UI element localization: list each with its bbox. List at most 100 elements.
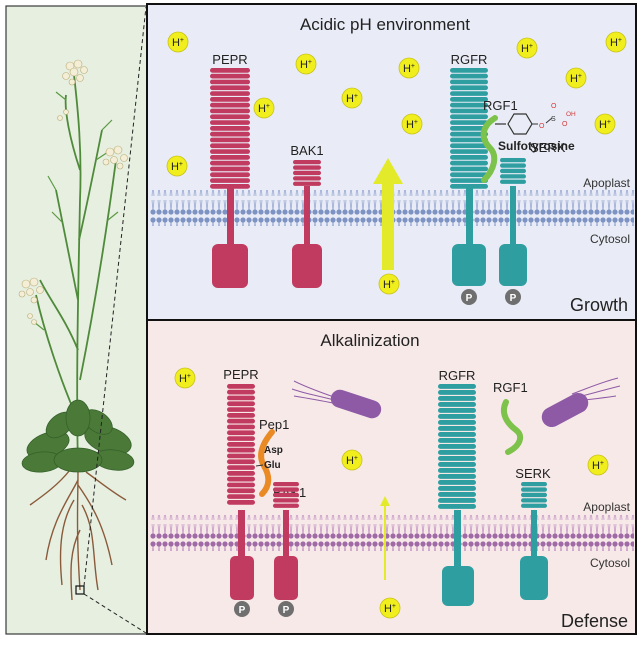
lrr-repeat bbox=[210, 91, 250, 96]
top-rgfr-kinase-domain bbox=[452, 244, 486, 286]
proton-ion: H+ bbox=[605, 31, 627, 53]
top-rgf1-ligand: RGF1 O S O O OH Sulfotyrosine bbox=[480, 98, 576, 183]
lrr-repeat bbox=[293, 170, 321, 176]
lrr-repeat bbox=[210, 114, 250, 120]
lrr-repeat bbox=[500, 179, 526, 184]
sulfate-s: S bbox=[551, 116, 556, 123]
phosphate-label: P bbox=[239, 605, 246, 616]
proton-ion: H+ bbox=[379, 597, 401, 619]
lrr-repeat bbox=[227, 418, 255, 424]
proton-ion: H+ bbox=[565, 67, 587, 89]
top-protons: H+H+H+H+H+H+H+H+H+H+H+H+ bbox=[166, 31, 627, 295]
lrr-repeat bbox=[227, 482, 255, 488]
top-rgf1-peptide bbox=[480, 115, 498, 183]
lrr-repeat bbox=[227, 389, 255, 395]
top-pepr-kinase-domain bbox=[212, 244, 248, 288]
lrr-repeat bbox=[210, 143, 250, 149]
lrr-repeat bbox=[210, 160, 250, 166]
zoom-box bbox=[75, 585, 85, 595]
lrr-repeat bbox=[500, 158, 526, 163]
lrr-repeat bbox=[450, 131, 488, 137]
top-pepr-transmembrane bbox=[227, 186, 234, 246]
proton-ion: H+ bbox=[253, 97, 275, 119]
lrr-repeat bbox=[438, 444, 476, 449]
plant-panel bbox=[5, 5, 148, 635]
lrr-repeat bbox=[438, 480, 476, 485]
top-pepr-receptor: PEPR bbox=[210, 52, 250, 288]
lrr-repeat bbox=[210, 102, 250, 108]
bottom-proton-flux-arrow bbox=[380, 496, 390, 580]
bottom-rgf1-peptide bbox=[500, 399, 524, 455]
phosphate-label: P bbox=[283, 605, 290, 616]
bottom-pepr-transmembrane bbox=[238, 510, 245, 560]
bottom-serk-receptor: SERK bbox=[515, 466, 551, 600]
top-pepr-label: PEPR bbox=[212, 52, 247, 67]
top-bak1-extracellular-domain bbox=[293, 160, 321, 186]
lrr-repeat bbox=[438, 474, 476, 479]
bottom-bak1-kinase-domain bbox=[274, 556, 298, 600]
bottom-corner-label: Defense bbox=[561, 611, 628, 631]
phosphate-group: P bbox=[461, 289, 477, 305]
lrr-repeat bbox=[450, 149, 488, 154]
bottom-pepr-receptor: PEPR bbox=[223, 367, 259, 600]
phosphate-label: P bbox=[510, 293, 517, 304]
lrr-repeat bbox=[450, 137, 488, 143]
lrr-repeat bbox=[450, 108, 488, 114]
lrr-repeat bbox=[210, 97, 250, 102]
bottom-rgfr-transmembrane bbox=[454, 510, 461, 570]
lrr-repeat bbox=[210, 131, 250, 137]
lrr-repeat bbox=[293, 176, 321, 181]
proton-ion: H+ bbox=[587, 454, 609, 476]
bottom-rgfr-label: RGFR bbox=[439, 368, 476, 383]
lrr-repeat bbox=[210, 108, 250, 114]
bottom-serk-transmembrane bbox=[531, 510, 537, 560]
lrr-repeat bbox=[227, 436, 255, 441]
lrr-repeat bbox=[273, 503, 299, 508]
bottom-panel: Alkalinization Defense Apoplast Cytosol … bbox=[146, 319, 637, 635]
lrr-repeat bbox=[438, 402, 476, 407]
lrr-repeat bbox=[450, 166, 488, 172]
lrr-repeat bbox=[450, 126, 488, 131]
proton-ion: H+ bbox=[594, 113, 616, 135]
top-corner-label: Growth bbox=[570, 295, 628, 315]
top-serk-kinase-domain bbox=[499, 244, 527, 286]
lrr-repeat bbox=[450, 120, 488, 125]
lrr-repeat bbox=[450, 143, 488, 149]
lrr-repeat bbox=[521, 503, 547, 508]
top-panel-title: Acidic pH environment bbox=[300, 15, 470, 34]
proton-ion: H+ bbox=[398, 57, 420, 79]
lrr-repeat bbox=[450, 172, 488, 178]
lrr-repeat bbox=[210, 155, 250, 160]
phosphate-group: P bbox=[505, 289, 521, 305]
lrr-repeat bbox=[227, 442, 255, 447]
bottom-rgfr-extracellular-domain bbox=[438, 384, 476, 509]
lrr-repeat bbox=[438, 396, 476, 401]
lrr-repeat bbox=[210, 79, 250, 85]
bottom-serk-kinase-domain bbox=[520, 556, 548, 600]
bottom-bak1-label: BAK1 bbox=[273, 485, 306, 500]
lrr-repeat bbox=[273, 498, 299, 503]
lrr-repeat bbox=[210, 68, 250, 73]
bacterium-left bbox=[291, 380, 382, 419]
lrr-repeat bbox=[227, 459, 255, 465]
bottom-bak1-extracellular-domain bbox=[273, 482, 299, 508]
lrr-repeat bbox=[521, 487, 547, 492]
lrr-repeat bbox=[293, 181, 321, 186]
lrr-repeat bbox=[273, 492, 299, 498]
top-cytosol-label: Cytosol bbox=[590, 232, 630, 246]
sulfate-o-top: O bbox=[551, 103, 557, 110]
plant-rosette bbox=[21, 399, 135, 473]
bottom-cytosol-label: Cytosol bbox=[590, 556, 630, 570]
top-bak1-label: BAK1 bbox=[290, 143, 323, 158]
top-bak1-receptor: BAK1 bbox=[290, 143, 324, 288]
lrr-repeat bbox=[227, 447, 255, 453]
lrr-repeat bbox=[450, 97, 488, 102]
top-serk-receptor: SERK bbox=[499, 140, 566, 286]
lrr-repeat bbox=[438, 462, 476, 467]
top-rgfr-transmembrane bbox=[466, 186, 473, 246]
top-bak1-kinase-domain bbox=[292, 244, 322, 288]
